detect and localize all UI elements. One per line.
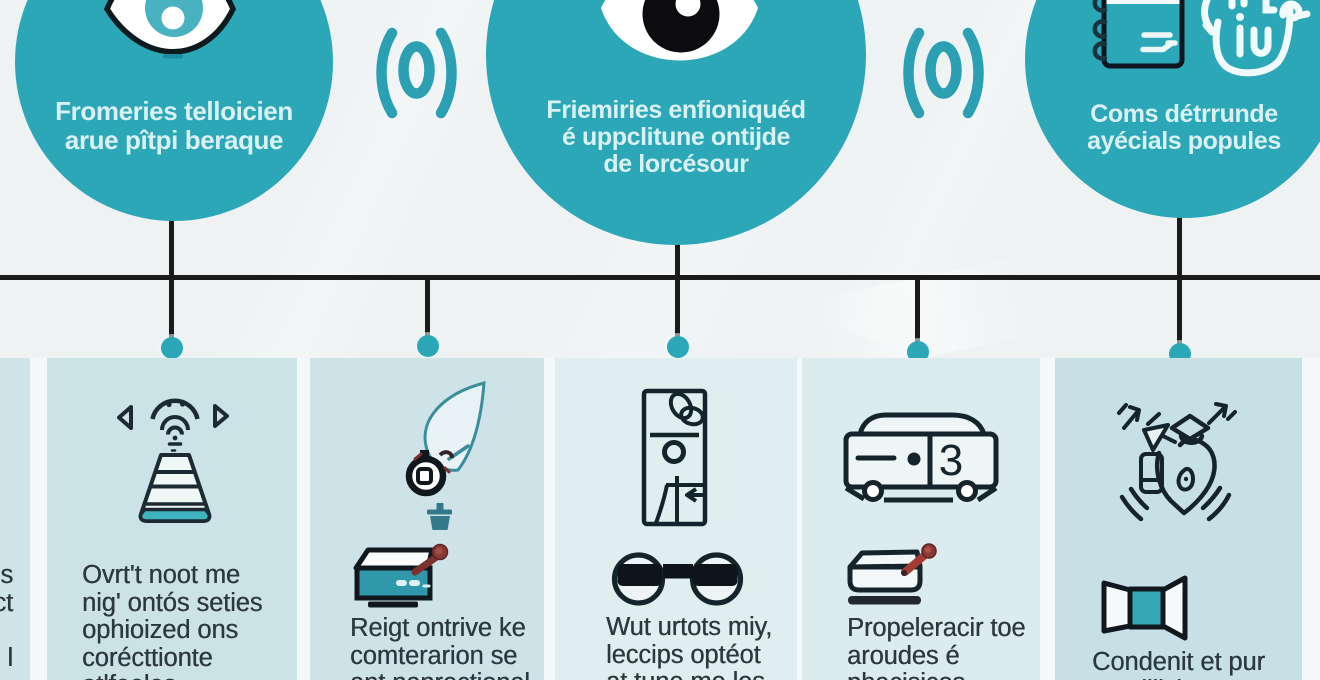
svg-text:3: 3 (939, 436, 963, 485)
